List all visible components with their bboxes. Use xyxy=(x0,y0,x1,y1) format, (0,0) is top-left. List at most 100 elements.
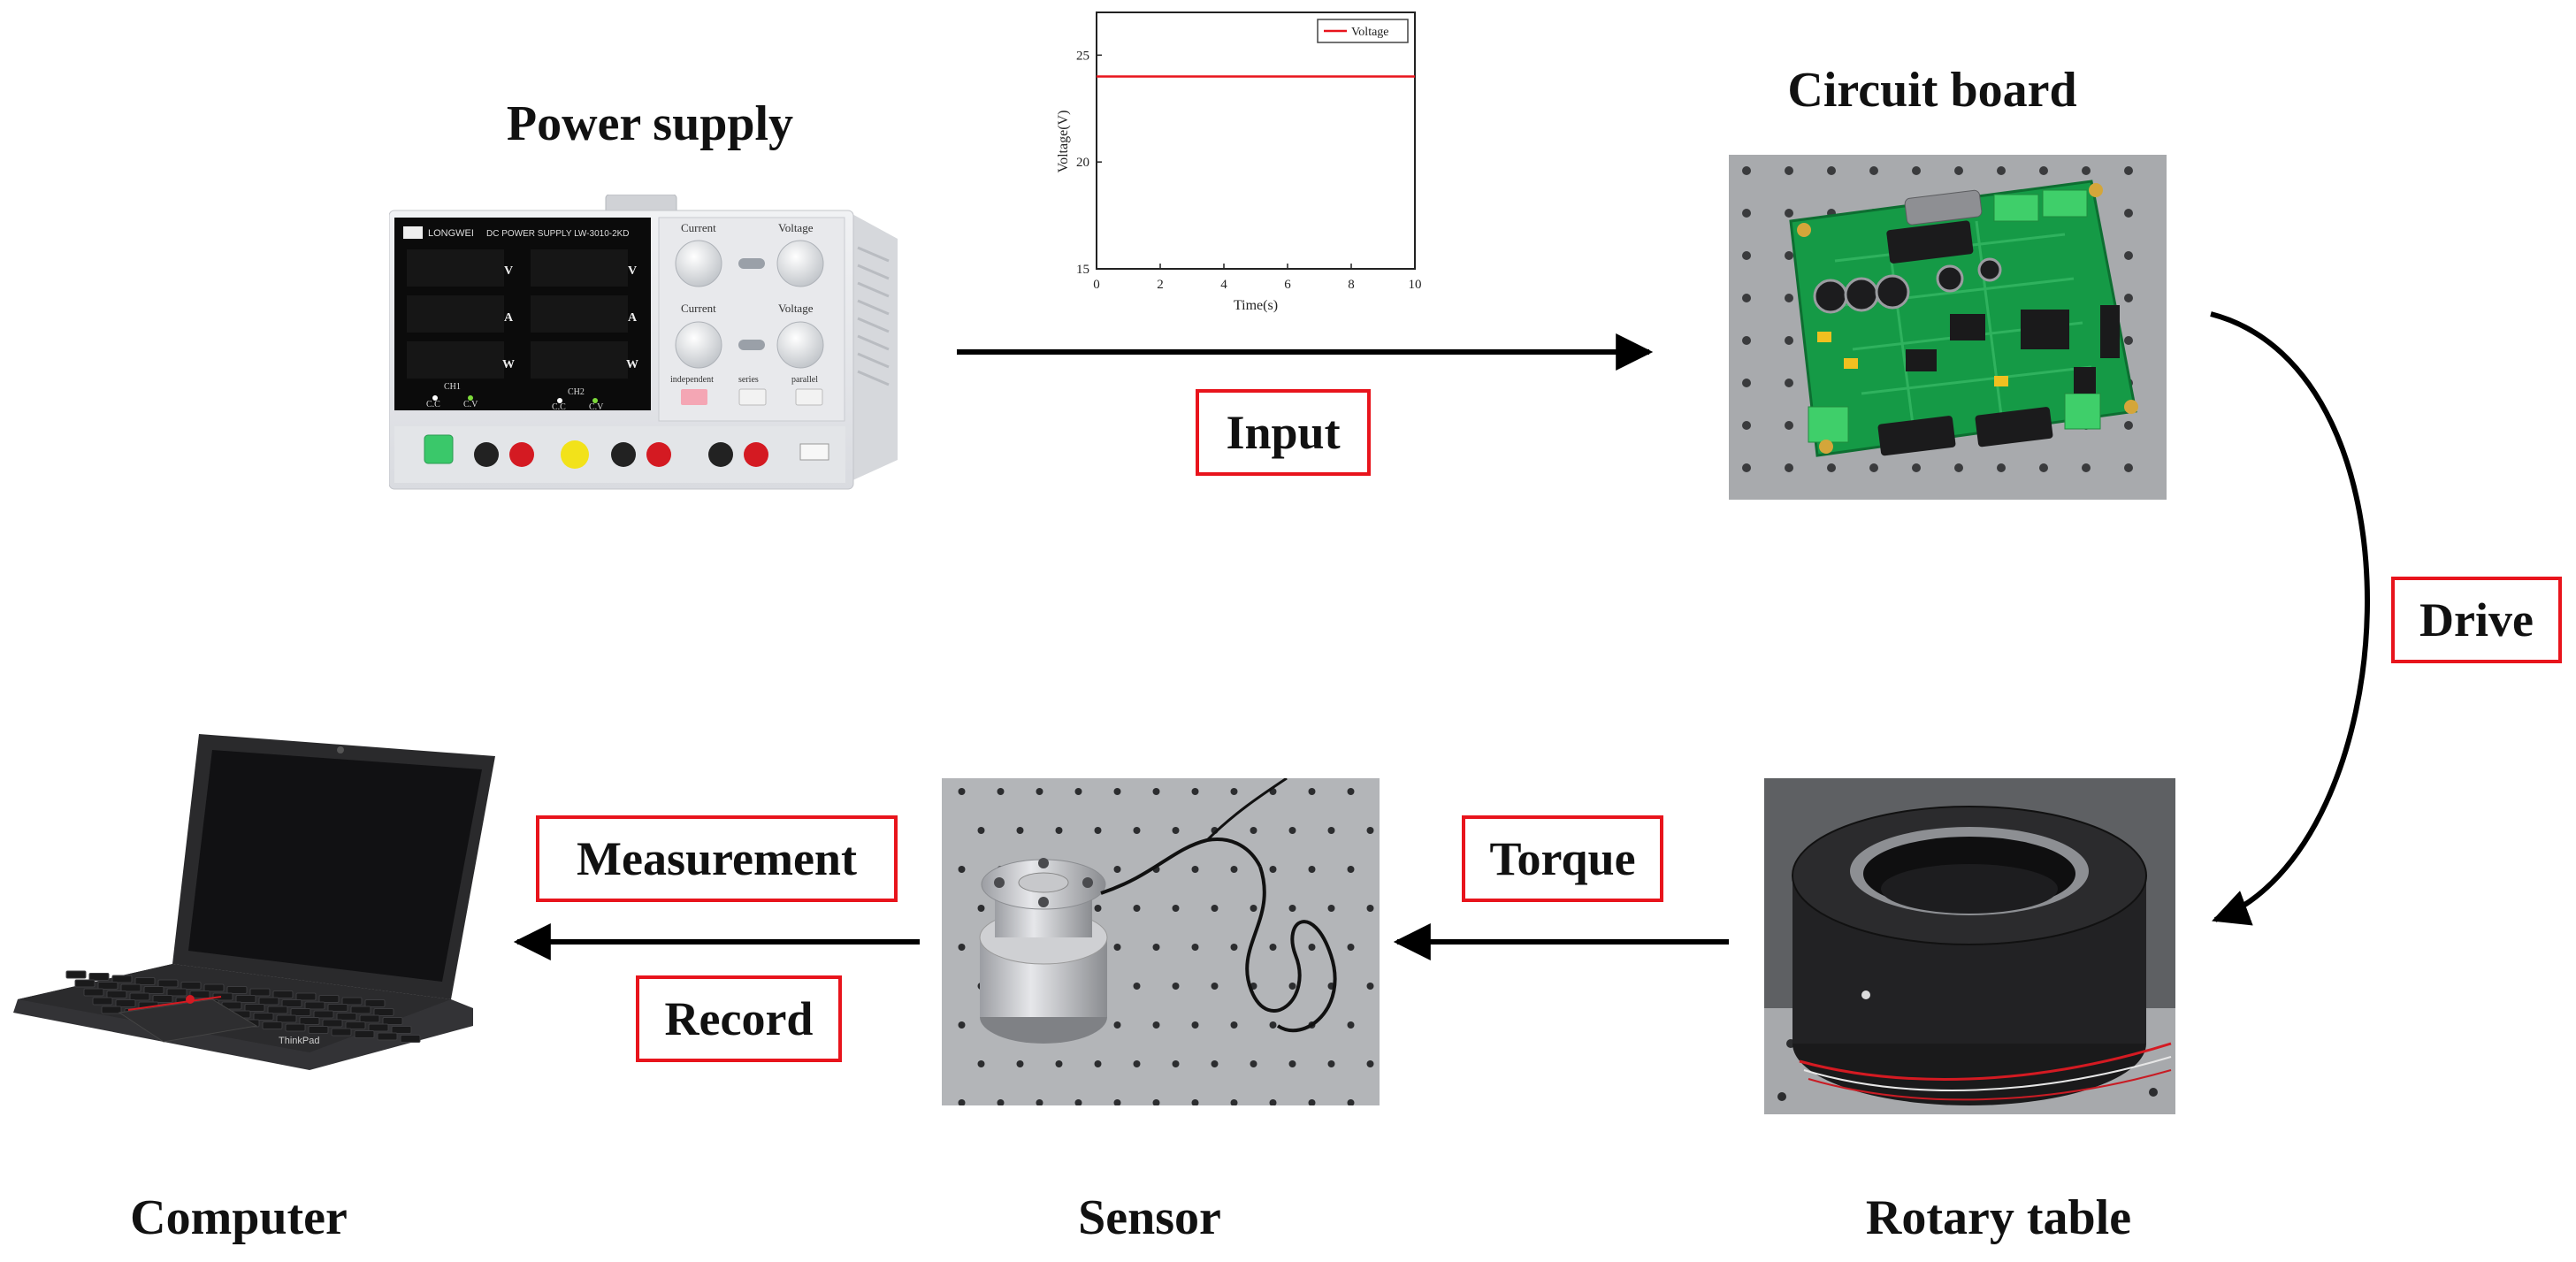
ps-current-2: Current xyxy=(681,302,716,315)
keyboard-key xyxy=(101,1006,122,1014)
mount-hole xyxy=(1113,788,1121,795)
keyboard-key xyxy=(166,988,187,997)
keyboard-key xyxy=(120,983,141,992)
mount-hole xyxy=(1308,944,1316,951)
mount-hole xyxy=(1288,983,1296,990)
record-label: Record xyxy=(636,975,842,1062)
keyboard-key xyxy=(276,1014,297,1023)
mount-hole xyxy=(1133,905,1141,912)
legend-label: Voltage xyxy=(1351,26,1389,39)
mount-hole xyxy=(1133,827,1141,834)
sensor-title: Sensor xyxy=(1078,1190,1221,1245)
ps-current-1: Current xyxy=(681,221,716,234)
mount-hole xyxy=(1113,944,1121,951)
mount-hole xyxy=(2124,209,2133,218)
mount-hole xyxy=(1347,1099,1355,1106)
keyboard-key xyxy=(359,1014,380,1023)
mount-hole xyxy=(1172,1060,1180,1067)
mount-hole xyxy=(1055,1060,1063,1067)
mount-hole xyxy=(1742,209,1751,218)
keyboard-key xyxy=(308,1026,329,1034)
mount-hole xyxy=(1742,421,1751,430)
ps-brand: LONGWEI xyxy=(428,228,474,239)
mount-hole xyxy=(1269,944,1277,951)
mount-hole xyxy=(1016,1060,1024,1067)
keyboard-key xyxy=(262,1021,283,1029)
mount-hole xyxy=(2039,166,2048,175)
mount-hole xyxy=(1997,166,2006,175)
mount-hole xyxy=(1191,944,1199,951)
mount-hole xyxy=(1366,905,1374,912)
mount-hole xyxy=(1327,827,1335,834)
keyboard-key xyxy=(92,997,113,1006)
mount-hole xyxy=(1827,166,1836,175)
mount-hole xyxy=(977,827,985,834)
mount-hole xyxy=(1230,866,1238,873)
mount-hole xyxy=(1172,905,1180,912)
mount-hole xyxy=(1366,827,1374,834)
keyboard-key xyxy=(65,970,87,979)
keyboard-key xyxy=(157,979,179,988)
mount-hole xyxy=(958,1099,966,1106)
keyboard-key xyxy=(382,1017,403,1025)
mount-hole xyxy=(1785,209,1793,218)
keyboard-key xyxy=(281,999,302,1007)
mount-hole xyxy=(1954,166,1963,175)
mount-hole xyxy=(1250,905,1257,912)
mount-hole xyxy=(958,866,966,873)
x-tick-label: 8 xyxy=(1348,278,1355,292)
mount-hole xyxy=(1094,1060,1102,1067)
mount-hole xyxy=(1785,421,1793,430)
ps-ch1: CH1 xyxy=(444,382,461,392)
chart-ylabel: Voltage(V) xyxy=(1056,111,1071,173)
mount-hole xyxy=(1074,788,1082,795)
mount-hole xyxy=(1191,1021,1199,1029)
y-tick-label: 25 xyxy=(1076,49,1089,63)
mount-hole xyxy=(1785,251,1793,260)
keyboard-key xyxy=(295,992,317,1001)
mount-hole xyxy=(1997,463,2006,472)
mount-hole xyxy=(1211,1060,1219,1067)
mount-hole xyxy=(1366,983,1374,990)
mount-hole xyxy=(1152,1099,1160,1106)
keyboard-key xyxy=(253,1013,274,1021)
mount-hole xyxy=(1036,1099,1043,1106)
mount-hole xyxy=(1785,166,1793,175)
mount-hole xyxy=(1055,827,1063,834)
y-tick-label: 15 xyxy=(1076,263,1089,277)
keyboard-key xyxy=(129,992,150,1001)
keyboard-key xyxy=(331,1028,352,1036)
laptop-brand: ThinkPad xyxy=(279,1036,319,1046)
mount-hole xyxy=(1269,866,1277,873)
ps-unit-a1: A xyxy=(504,311,514,325)
mount-hole xyxy=(1327,1060,1335,1067)
torque-label: Torque xyxy=(1462,815,1663,902)
keyboard-key xyxy=(235,995,256,1003)
x-tick-label: 0 xyxy=(1093,278,1100,292)
ps-unit-w1: W xyxy=(502,358,515,371)
ps-series: series xyxy=(738,375,759,385)
mount-hole xyxy=(1230,1021,1238,1029)
keyboard-key xyxy=(373,1008,394,1016)
sensor-image xyxy=(942,776,1380,1106)
keyboard-key xyxy=(106,990,127,998)
mount-hole xyxy=(1152,788,1160,795)
mount-hole xyxy=(1308,788,1316,795)
drive-label: Drive xyxy=(2391,577,2562,663)
mount-hole xyxy=(1327,905,1335,912)
mount-hole xyxy=(2124,166,2133,175)
keyboard-key xyxy=(341,997,363,1006)
mount-hole xyxy=(2124,294,2133,302)
keyboard-key xyxy=(249,988,271,997)
mount-hole xyxy=(1230,944,1238,951)
mount-hole xyxy=(1152,1021,1160,1029)
keyboard-key xyxy=(285,1023,306,1032)
mount-hole xyxy=(1288,827,1296,834)
x-tick-label: 10 xyxy=(1409,278,1422,292)
keyboard-key xyxy=(74,979,96,988)
circuit-board-title: Circuit board xyxy=(1787,63,2077,118)
drive-arrow xyxy=(2210,311,2370,926)
keyboard-key xyxy=(327,1004,348,1012)
mount-hole xyxy=(2039,463,2048,472)
mount-hole xyxy=(1016,827,1024,834)
